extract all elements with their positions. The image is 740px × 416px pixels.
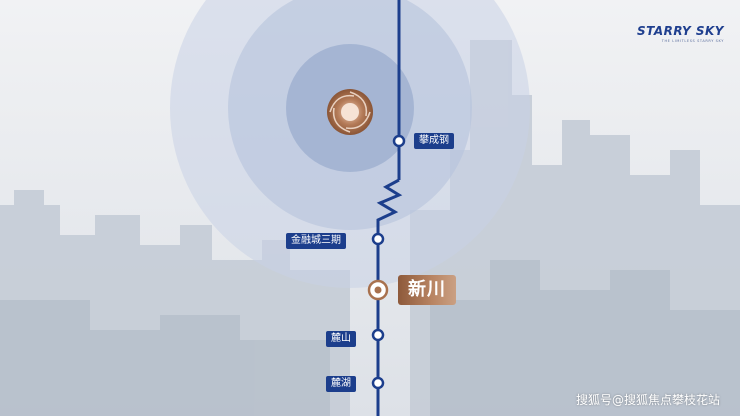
starry-sky-logo: STARRY SKY THE LIMITLESS STARRY SKY [637,24,724,43]
highlight-station-icon [367,279,389,301]
city-skyline-front [0,260,740,416]
watermark-text: 搜狐号@搜狐焦点攀枝花站 [575,393,720,407]
project-emblem-icon [327,89,373,135]
station-label-pangchenggang: 攀成钢 [414,133,454,149]
station-dot-icon [392,134,406,148]
station-label-lushan: 麓山 [326,331,356,347]
station-label-xinchuan: 新川 [398,275,456,305]
station-dot-icon [371,232,385,246]
station-label-luhu: 麓湖 [326,376,356,392]
station-label-jinrongcheng: 金融城三期 [286,233,346,249]
brand-name: STARRY SKY [636,24,724,38]
station-dots [371,134,406,390]
radius-rings [170,0,530,288]
brand-tagline: THE LIMITLESS STARRY SKY [661,39,724,43]
station-dot-icon [371,376,385,390]
station-dot-icon [371,328,385,342]
